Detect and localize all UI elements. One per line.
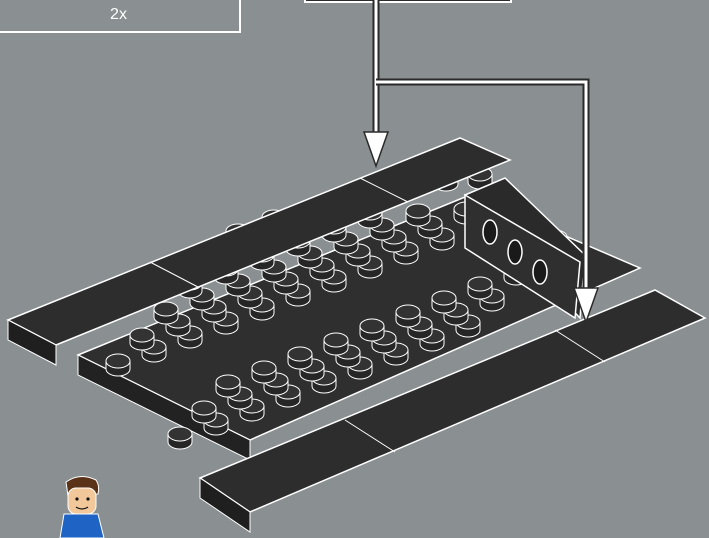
stud xyxy=(252,361,276,383)
stud xyxy=(406,204,430,226)
stud xyxy=(192,401,216,423)
stud xyxy=(288,347,312,369)
callout-connector-bar xyxy=(305,0,511,2)
stud xyxy=(106,354,130,376)
stud xyxy=(468,277,492,299)
minifigure-icon xyxy=(60,476,104,538)
parts-callout-box: 2x xyxy=(0,0,241,33)
part-count-label: 2x xyxy=(0,6,239,24)
stud xyxy=(324,333,348,355)
stud xyxy=(216,375,240,397)
stud xyxy=(432,291,456,313)
stud xyxy=(154,302,178,324)
stud xyxy=(396,305,420,327)
stud xyxy=(130,328,154,350)
stud xyxy=(360,319,384,341)
stud xyxy=(168,427,192,449)
